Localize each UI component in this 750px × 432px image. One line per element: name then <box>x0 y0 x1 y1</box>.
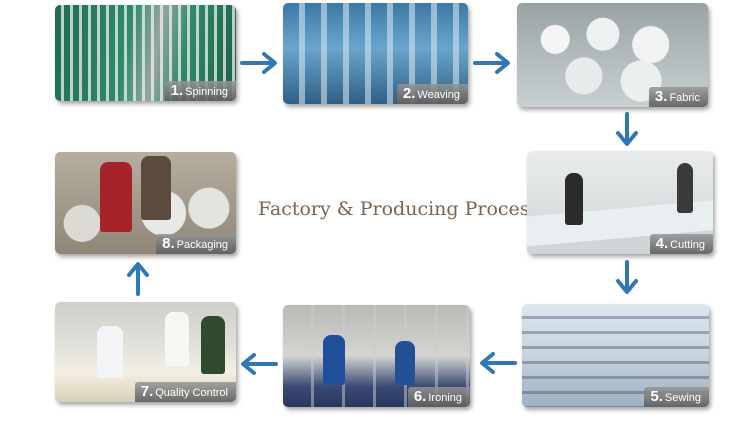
step-number: 8. <box>162 235 175 252</box>
worker-figure <box>141 156 171 220</box>
step-cutting: 4.Cutting <box>527 151 713 254</box>
step-spinning: 1.Spinning <box>55 5 236 101</box>
arrow-right-icon <box>240 52 277 74</box>
worker-figure <box>565 173 583 225</box>
step-fabric: 3.Fabric <box>517 3 708 107</box>
step-label: Spinning <box>185 86 228 98</box>
step-quality-control: 7.Quality Control <box>55 302 236 402</box>
step-caption: 2.Weaving <box>396 84 468 104</box>
step-number: 1. <box>170 82 184 99</box>
step-caption: 6.Ironing <box>407 387 470 407</box>
arrow-left-icon <box>480 352 517 374</box>
worker-figure <box>97 326 123 378</box>
step-number: 5. <box>650 388 663 405</box>
step-caption: 4.Cutting <box>649 234 713 254</box>
worker-figure <box>100 162 132 232</box>
step-number: 3. <box>654 88 668 105</box>
step-number: 4. <box>655 235 669 252</box>
step-caption: 7.Quality Control <box>134 382 236 402</box>
arrow-down-icon <box>616 260 638 294</box>
step-caption: 3.Fabric <box>648 87 708 107</box>
step-label: Ironing <box>428 392 462 404</box>
step-sewing: 5.Sewing <box>522 304 709 407</box>
diagram-title: Factory & Producing Process <box>258 198 540 220</box>
arrow-down-icon <box>616 112 638 146</box>
worker-figure <box>165 312 189 366</box>
arrow-up-icon <box>127 262 149 296</box>
step-label: Sewing <box>664 392 701 404</box>
step-label: Weaving <box>417 89 460 101</box>
worker-figure <box>323 335 345 385</box>
step-number: 2. <box>402 85 416 102</box>
step-caption: 5.Sewing <box>644 387 709 407</box>
step-label: Cutting <box>670 239 705 251</box>
worker-figure <box>201 316 225 374</box>
step-weaving: 2.Weaving <box>283 3 468 104</box>
arrow-left-icon <box>241 353 278 375</box>
step-label: Packaging <box>176 239 228 251</box>
worker-figure <box>677 163 693 213</box>
arrow-right-icon <box>473 52 510 74</box>
worker-figure <box>395 341 415 385</box>
step-label: Fabric <box>669 92 700 104</box>
step-packaging: 8.Packaging <box>55 152 236 254</box>
step-ironing: 6.Ironing <box>283 305 470 407</box>
step-number: 7. <box>140 383 154 400</box>
step-caption: 1.Spinning <box>164 81 236 101</box>
step-number: 6. <box>413 388 427 405</box>
step-caption: 8.Packaging <box>156 234 236 254</box>
step-label: Quality Control <box>155 387 228 399</box>
